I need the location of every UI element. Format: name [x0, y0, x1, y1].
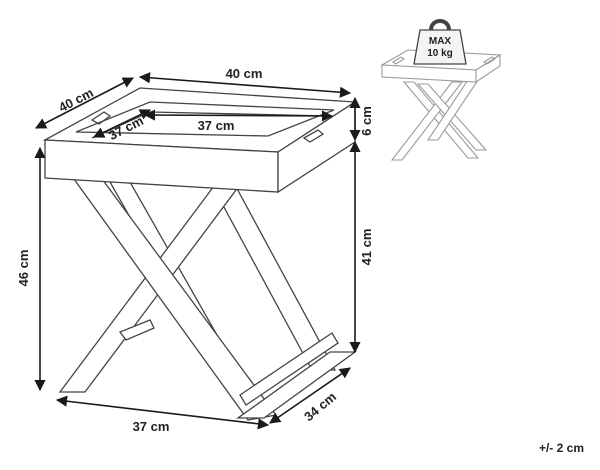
dim-line-top-depth — [35, 77, 134, 129]
label-base-depth: 34 cm — [301, 389, 339, 424]
tray-table-drawing — [42, 87, 358, 421]
label-inner-width: 37 cm — [198, 118, 235, 133]
dim-line-inner-depth — [92, 109, 152, 138]
table-legs — [58, 167, 358, 421]
weight-label-max: MAX — [429, 36, 452, 47]
dim-line-base-depth — [269, 367, 351, 424]
label-tray-height: 6 cm — [359, 106, 374, 136]
tolerance-note: +/- 2 cm — [539, 441, 584, 455]
tray — [42, 87, 357, 194]
dimension-lines — [34, 72, 361, 430]
weight-icon: MAX 10 kg — [413, 19, 467, 65]
label-total-height: 46 cm — [16, 250, 31, 287]
dim-line-top-width — [138, 72, 352, 98]
weight-label-value: 10 kg — [427, 48, 453, 59]
dim-line-base-width — [55, 395, 270, 430]
label-top-depth: 40 cm — [56, 85, 96, 115]
label-top-width: 40 cm — [226, 66, 263, 81]
label-base-height: 41 cm — [359, 229, 374, 266]
label-base-width: 37 cm — [133, 419, 170, 434]
dim-line-inner-width — [143, 109, 334, 122]
load-capacity-thumbnail: MAX 10 kg — [380, 19, 502, 161]
